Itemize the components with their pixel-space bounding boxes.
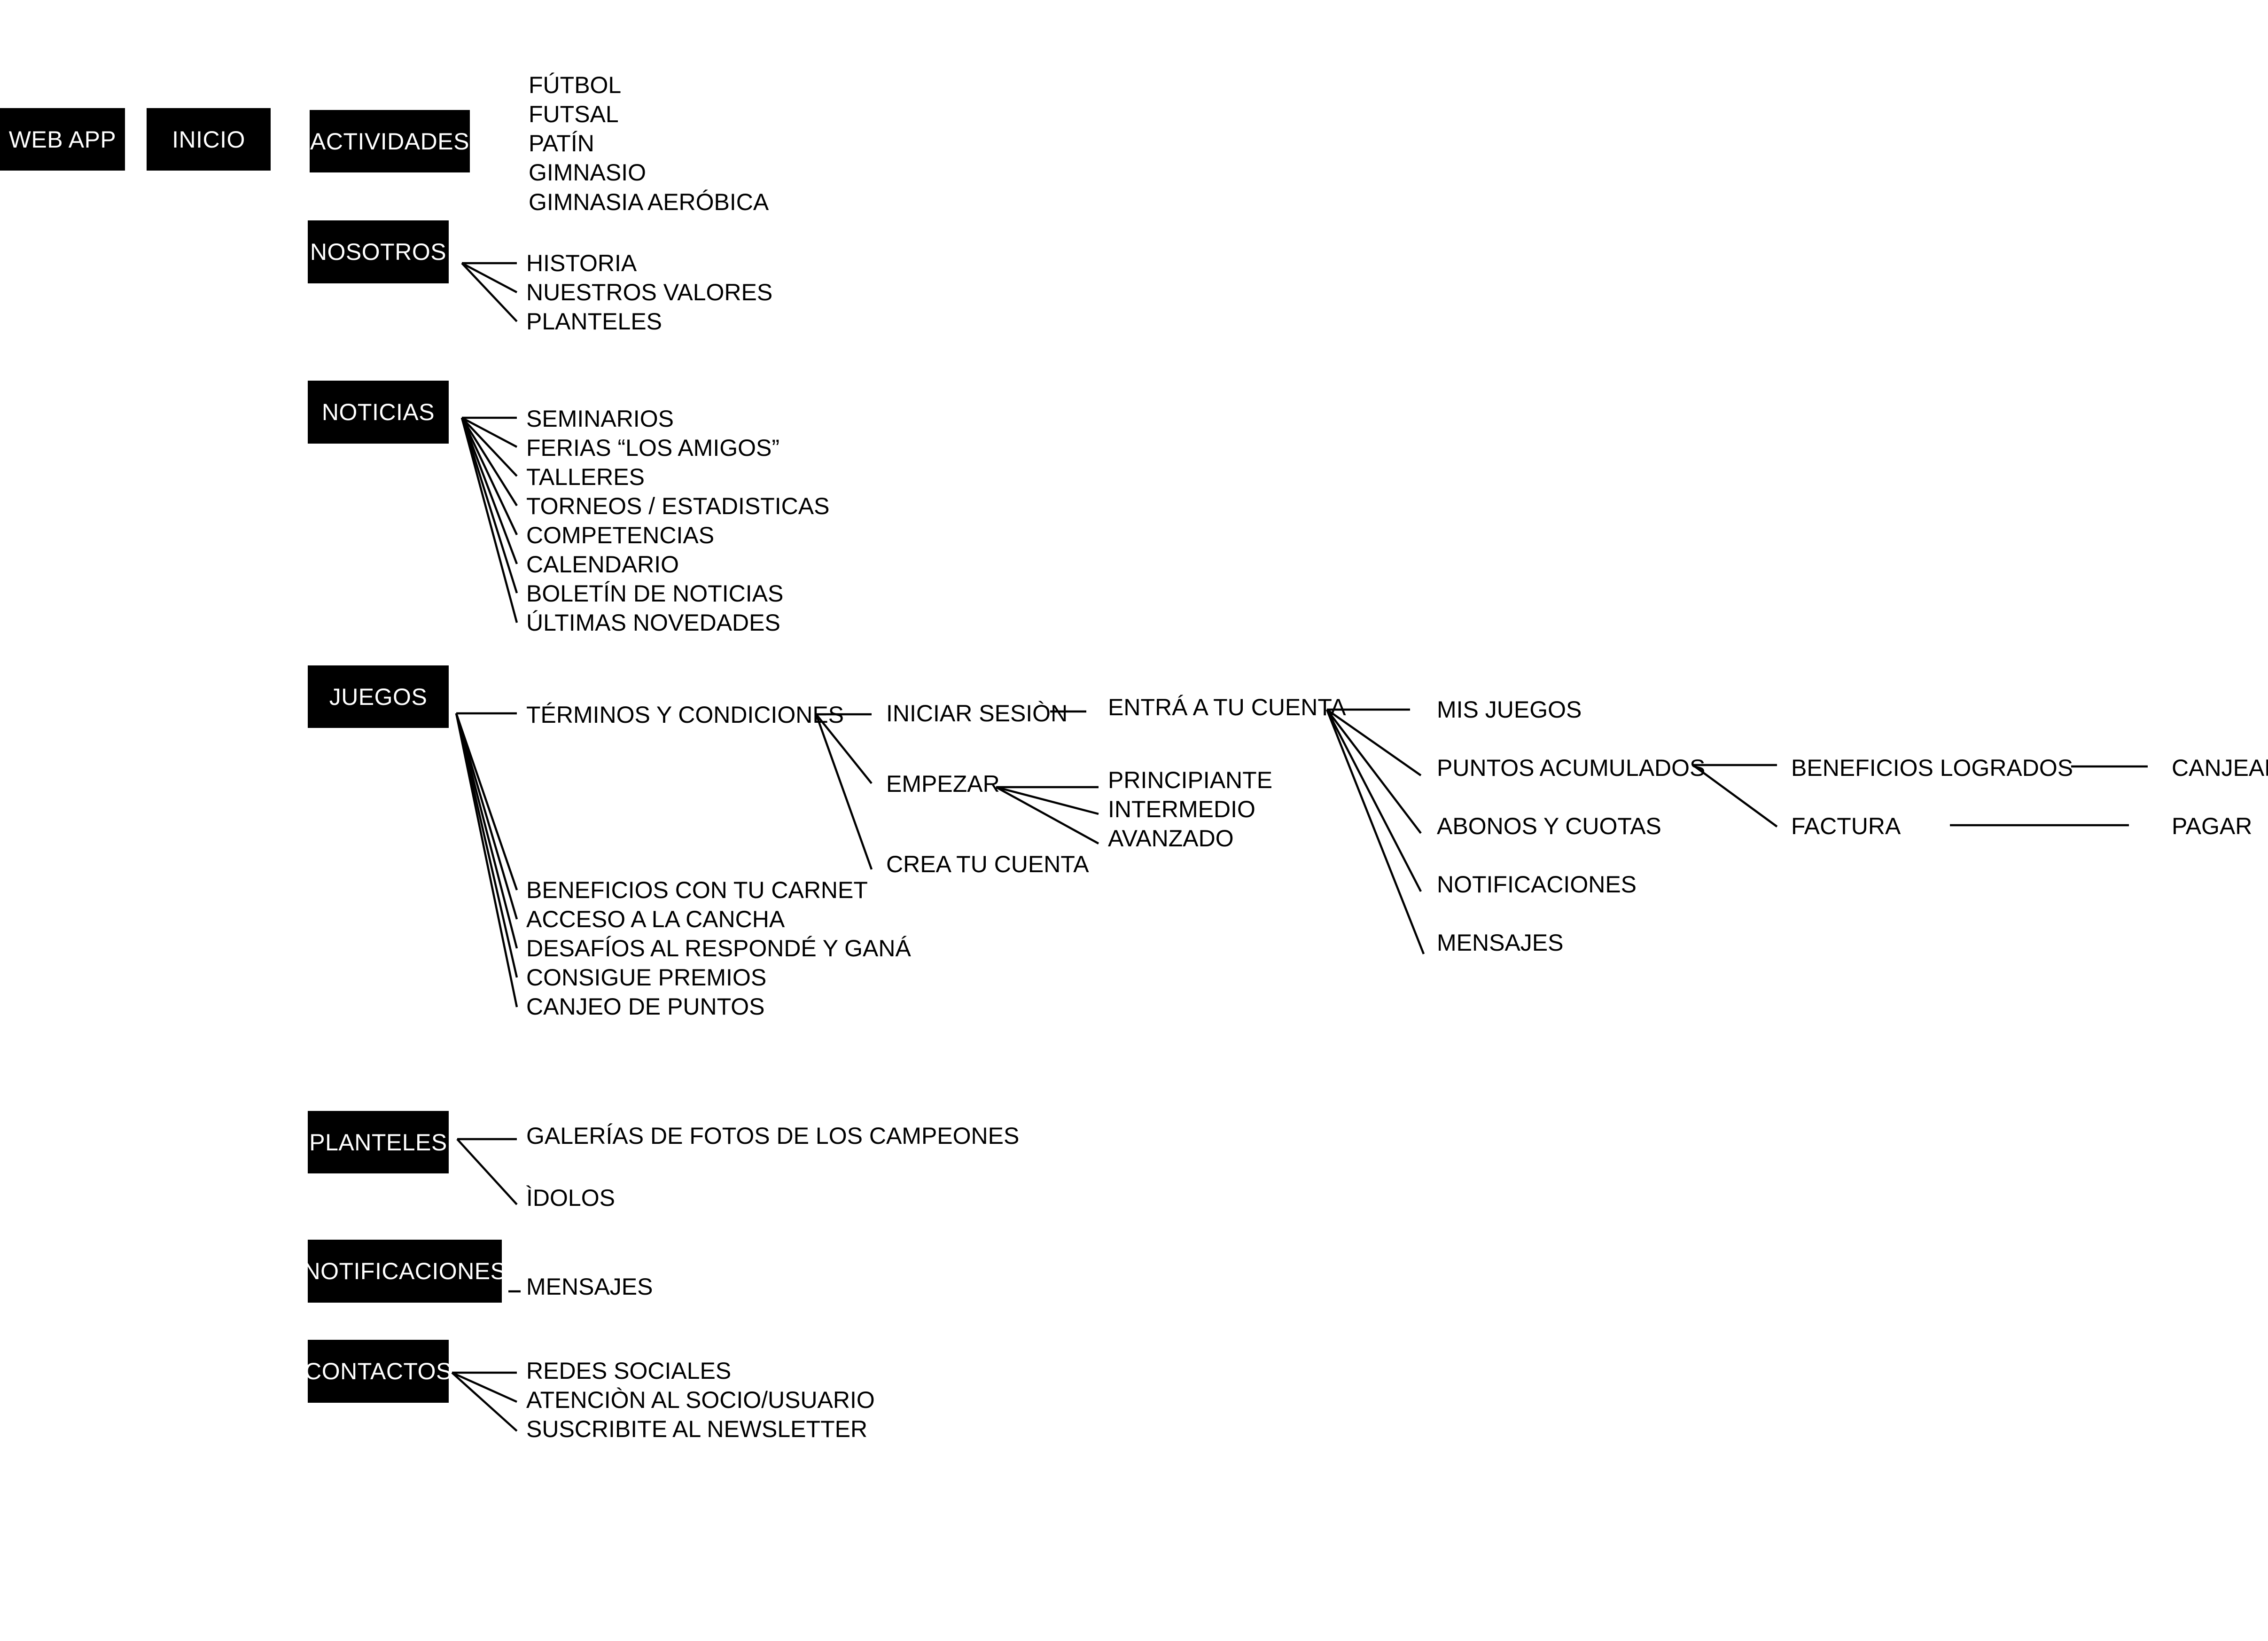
- actividades-item: GIMNASIA AERÓBICA: [529, 189, 769, 215]
- planteles-item: ÌDOLOS: [526, 1185, 615, 1211]
- juegos-item: ACCESO A LA CANCHA: [526, 906, 785, 932]
- nivel-item: PRINCIPIANTE: [1108, 767, 1273, 793]
- contactos-node: CONTACTOS: [304, 1340, 452, 1403]
- canjear-label: CANJEAR: [2172, 755, 2268, 781]
- juegos-node: JUEGOS: [308, 665, 449, 728]
- noticias-item: ÚLTIMAS NOVEDADES: [526, 610, 780, 636]
- cuenta-item: ABONOS Y CUOTAS: [1437, 813, 1661, 839]
- juegos-item: CANJEO DE PUNTOS: [526, 993, 765, 1020]
- actividades-node: ACTIVIDADES: [310, 110, 470, 172]
- cuenta-item: MENSAJES: [1437, 930, 1564, 956]
- actividades-item: GIMNASIO: [529, 159, 647, 186]
- planteles-item: GALERÍAS DE FOTOS DE LOS CAMPEONES: [526, 1123, 1020, 1149]
- beneficios-logrados-label: BENEFICIOS LOGRADOS: [1791, 755, 2073, 781]
- juegos-item: DESAFÍOS AL RESPONDÉ Y GANÁ: [526, 935, 911, 961]
- crea-tu-cuenta-label: CREA TU CUENTA: [886, 851, 1089, 877]
- cuenta-item: PUNTOS ACUMULADOS: [1437, 755, 1706, 781]
- planteles-node: PLANTELES: [308, 1111, 449, 1173]
- terminos-y-condiciones-label: TÉRMINOS Y CONDICIONES: [526, 702, 844, 728]
- contactos-item: ATENCIÒN AL SOCIO/USUARIO: [526, 1387, 875, 1413]
- actividades-item: FUTSAL: [529, 101, 619, 127]
- nosotros-item: PLANTELES: [526, 308, 662, 335]
- inicio-node: INICIO: [147, 108, 271, 171]
- empezar-label: EMPEZAR: [886, 771, 1000, 797]
- juegos-item: BENEFICIOS CON TU CARNET: [526, 877, 868, 903]
- contactos-item: REDES SOCIALES: [526, 1358, 732, 1384]
- noticias-node: NOTICIAS: [308, 381, 449, 444]
- actividades-item: PATÍN: [529, 130, 594, 156]
- juegos-item: CONSIGUE PREMIOS: [526, 964, 767, 991]
- cuenta-item: NOTIFICACIONES: [1437, 871, 1637, 898]
- nivel-item: INTERMEDIO: [1108, 796, 1255, 822]
- noticias-item: COMPETENCIAS: [526, 522, 715, 548]
- nosotros-node: NOSOTROS: [308, 220, 449, 283]
- noticias-item: SEMINARIOS: [526, 406, 674, 432]
- actividades-item: FÚTBOL: [529, 72, 622, 98]
- pagar-label: PAGAR: [2172, 813, 2252, 839]
- nosotros-item: HISTORIA: [526, 250, 637, 276]
- factura-label: FACTURA: [1791, 813, 1901, 839]
- contactos-item: SUSCRIBITE AL NEWSLETTER: [526, 1416, 868, 1442]
- cuenta-item: MIS JUEGOS: [1437, 696, 1582, 723]
- notificaciones-node: NOTIFICACIONES: [303, 1240, 506, 1303]
- noticias-item: TALLERES: [526, 464, 645, 490]
- nivel-item: AVANZADO: [1108, 825, 1234, 852]
- notificaciones-item: MENSAJES: [526, 1274, 653, 1300]
- noticias-item: CALENDARIO: [526, 551, 679, 578]
- iniciar-sesion-label: INICIAR SESIÒN: [886, 700, 1068, 727]
- entra-a-tu-cuenta-label: ENTRÁ A TU CUENTA: [1108, 694, 1346, 720]
- web-app-node: WEB APP: [0, 108, 125, 171]
- nosotros-item: NUESTROS VALORES: [526, 279, 773, 305]
- noticias-item: FERIAS “LOS AMIGOS”: [526, 435, 779, 461]
- noticias-item: BOLETÍN DE NOTICIAS: [526, 580, 784, 607]
- noticias-item: TORNEOS / ESTADISTICAS: [526, 493, 830, 519]
